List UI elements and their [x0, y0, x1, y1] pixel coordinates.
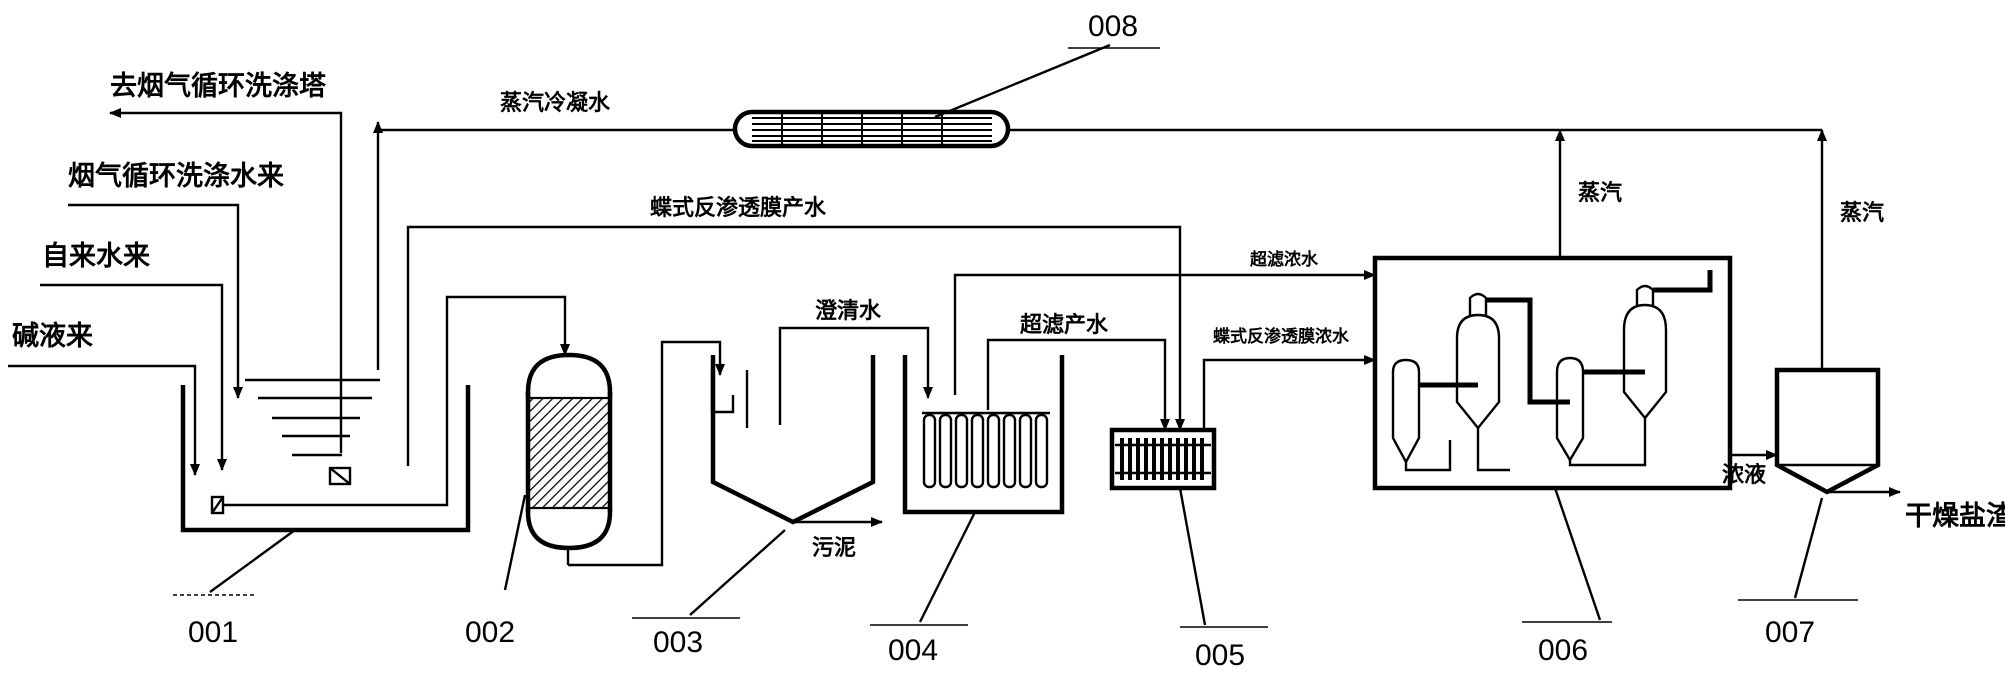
unit-008-condenser — [732, 109, 1011, 149]
label-alkali-in: 碱液来 — [12, 321, 93, 352]
feed-lines-001 — [8, 108, 1185, 507]
label-concentrate: 浓液 — [1722, 462, 1766, 488]
leader-lines — [173, 43, 1858, 628]
unit-002-filter-vessel — [525, 352, 613, 565]
label-tap-water-in: 自来水来 — [42, 240, 150, 272]
unit-number-004: 004 — [888, 634, 938, 667]
unit-006-evaporator — [1372, 255, 1733, 491]
line-clarified-water — [778, 326, 933, 425]
label-uf-concentrate: 超滤浓水 — [1250, 249, 1319, 270]
unit-number-007: 007 — [1765, 616, 1815, 649]
label-uf-product-water: 超滤产水 — [1020, 313, 1109, 338]
unit-005-disc-tube-ro — [1109, 427, 1217, 491]
unit-007-dryer — [1774, 367, 1881, 495]
uf-membrane-tubes — [922, 413, 1049, 489]
unit-number-008: 008 — [1088, 10, 1138, 43]
unit-number-005: 005 — [1195, 639, 1245, 672]
unit-003-clarifier — [710, 355, 876, 525]
unit-number-003: 003 — [653, 626, 703, 659]
unit-001-collection-tank — [180, 378, 471, 533]
label-steam-2: 蒸汽 — [1840, 200, 1884, 226]
label-scrubber-water-in: 烟气循环洗涤水来 — [68, 161, 284, 192]
label-to-scrubber: 去烟气循环洗涤塔 — [110, 71, 327, 102]
label-dry-salt: 干燥盐渣 — [1905, 501, 2005, 532]
unit-number-001: 001 — [188, 616, 238, 649]
label-steam-1: 蒸汽 — [1578, 180, 1622, 206]
line-uf-product — [986, 338, 1170, 431]
label-ro-product-water: 蝶式反渗透膜产水 — [650, 195, 827, 221]
line-uf-concentrate — [953, 270, 1376, 395]
line-ro-concentrate — [1202, 355, 1376, 430]
unit-number-006: 006 — [1538, 634, 1588, 667]
label-clarified-water: 澄清水 — [815, 298, 882, 324]
label-ro-concentrate: 蝶式反渗透膜浓水 — [1213, 326, 1350, 347]
unit-004-ultrafiltration — [902, 355, 1065, 515]
line-002-003 — [568, 340, 725, 567]
unit-number-002: 002 — [465, 616, 515, 649]
label-steam-condensate: 蒸汽冷凝水 — [500, 90, 611, 116]
label-sludge: 污泥 — [812, 536, 856, 561]
